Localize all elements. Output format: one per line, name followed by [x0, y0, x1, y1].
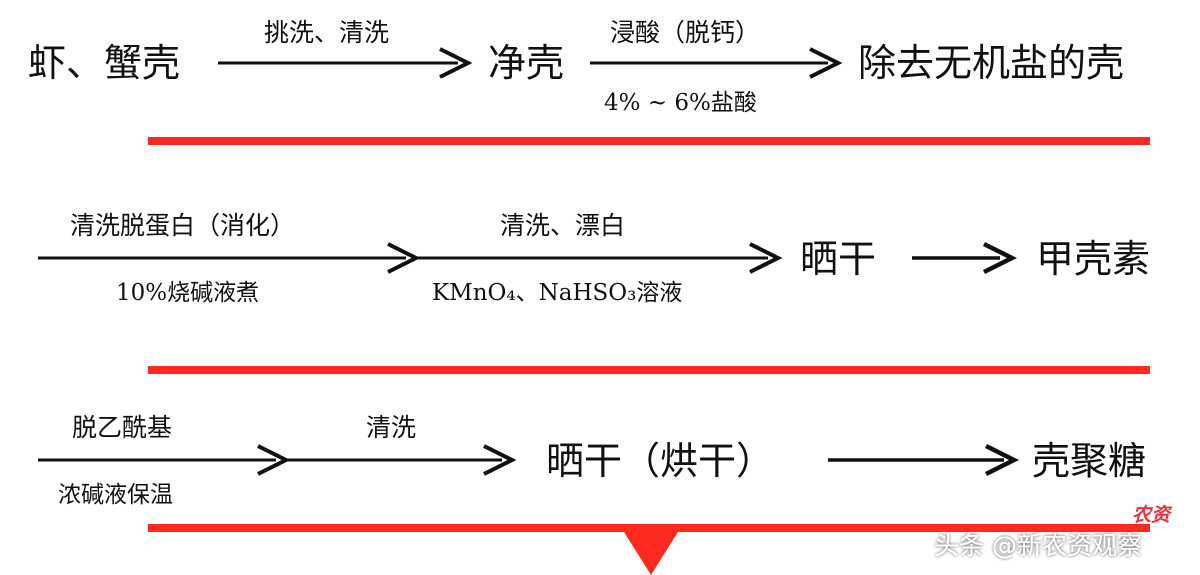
divider-3 [148, 524, 1150, 532]
arrow-2-head [809, 47, 843, 79]
watermark-text: 头条 @新农资观察 [934, 531, 1142, 560]
arrow-3-label-below: 10%烧碱液煮 [116, 280, 259, 306]
node-sun-dried: 晒干 [800, 237, 876, 281]
arrow-7-head [483, 444, 517, 476]
node-clean-shells: 净壳 [488, 41, 564, 85]
arrow-8-head [984, 443, 1020, 477]
arrow-7-label-above: 清洗 [366, 413, 416, 442]
arrow-6-label-below: 浓碱液保温 [58, 482, 173, 508]
arrow-2-label-above: 浸酸（脱钙） [610, 18, 760, 47]
arrow-1-head [439, 47, 473, 79]
arrow-6-label-above: 脱乙酰基 [72, 413, 172, 442]
node-chitin: 甲壳素 [1036, 237, 1150, 281]
arrow-1-label-above: 挑洗、清洗 [264, 18, 389, 47]
watermark-badge: 农资 [1132, 504, 1173, 526]
arrow-3-label-above: 清洗脱蛋白（消化） [70, 211, 295, 240]
node-raw-shells: 虾、蟹壳 [28, 41, 180, 85]
down-pointer-triangle [624, 532, 678, 575]
arrow-4-head [749, 242, 783, 274]
node-demineralized-shells: 除去无机盐的壳 [858, 41, 1124, 85]
divider-1 [148, 137, 1150, 145]
divider-2 [148, 366, 1150, 374]
arrow-4-label-below: KMnO₄、NaHSO₃溶液 [432, 280, 682, 306]
arrow-2-label-below: 4% ~ 6%盐酸 [604, 90, 757, 116]
node-chitosan: 壳聚糖 [1032, 439, 1146, 483]
arrow-5-head [982, 241, 1018, 275]
arrow-4-label-above: 清洗、漂白 [500, 211, 625, 240]
node-dried-baked: 晒干（烘干） [546, 439, 774, 483]
